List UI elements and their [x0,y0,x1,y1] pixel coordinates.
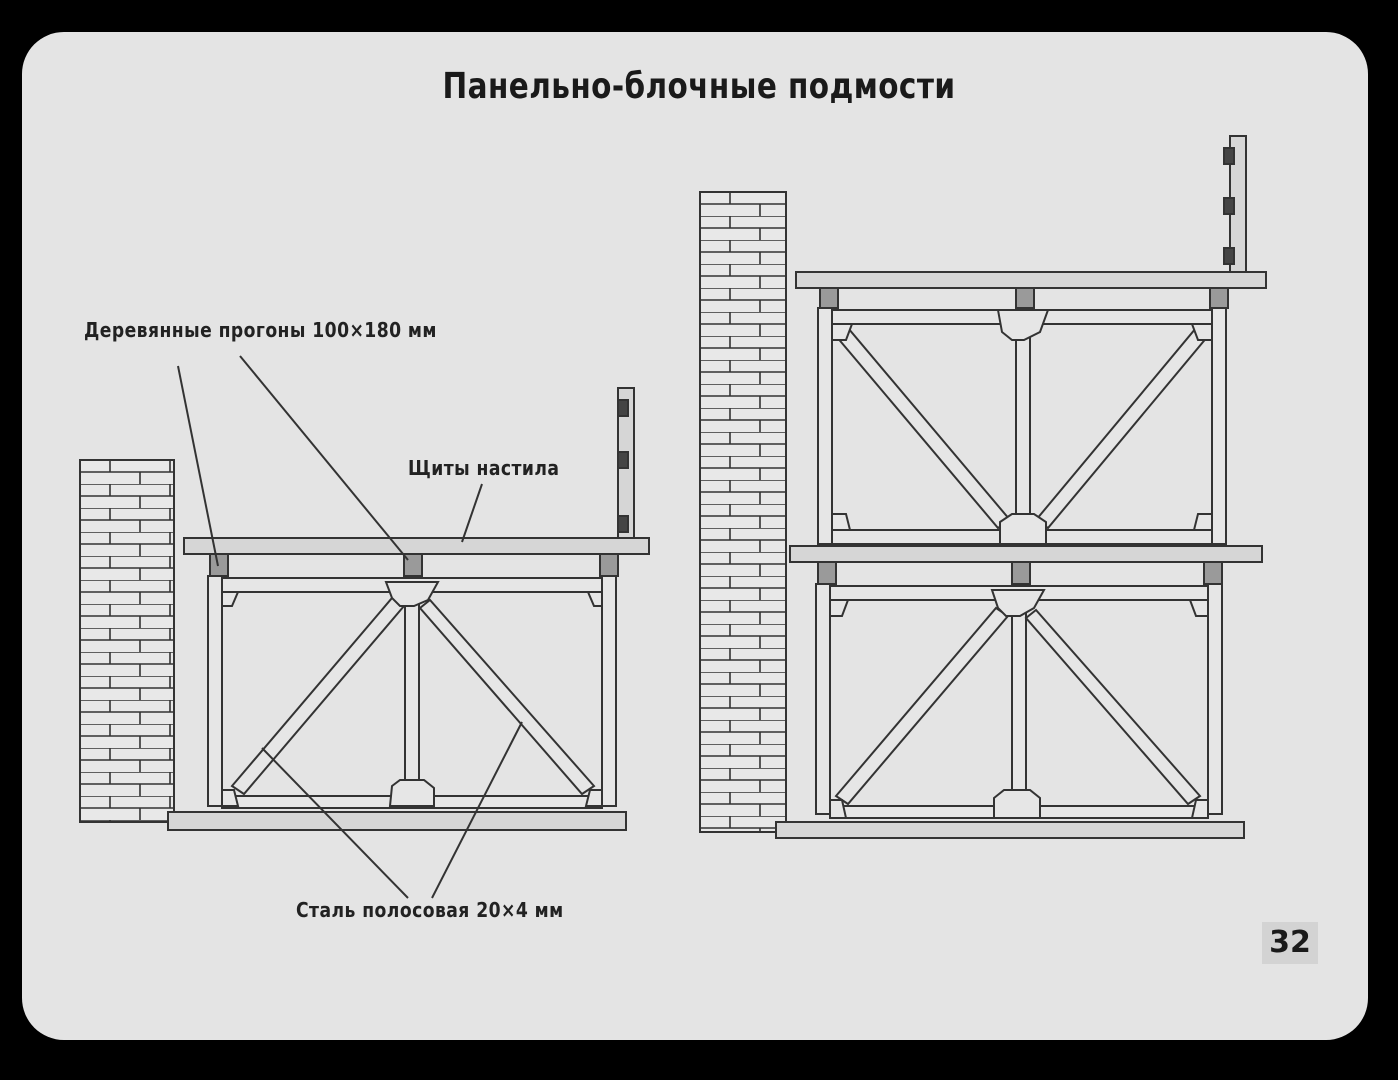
label-wooden-purlins: Деревянные прогоны 100×180 мм [84,318,437,342]
page-number: 32 [1262,922,1318,964]
left-scaffold [167,387,650,831]
right-brick-wall [699,191,787,833]
right-scaffold [775,135,1267,839]
left-brick-wall [79,459,175,823]
leader-lines [177,355,523,899]
label-deck-panels: Щиты настила [408,456,560,480]
label-steel-strip: Сталь полосовая 20×4 мм [296,898,564,922]
page-title: Панельно-блочные подмости [442,66,956,107]
